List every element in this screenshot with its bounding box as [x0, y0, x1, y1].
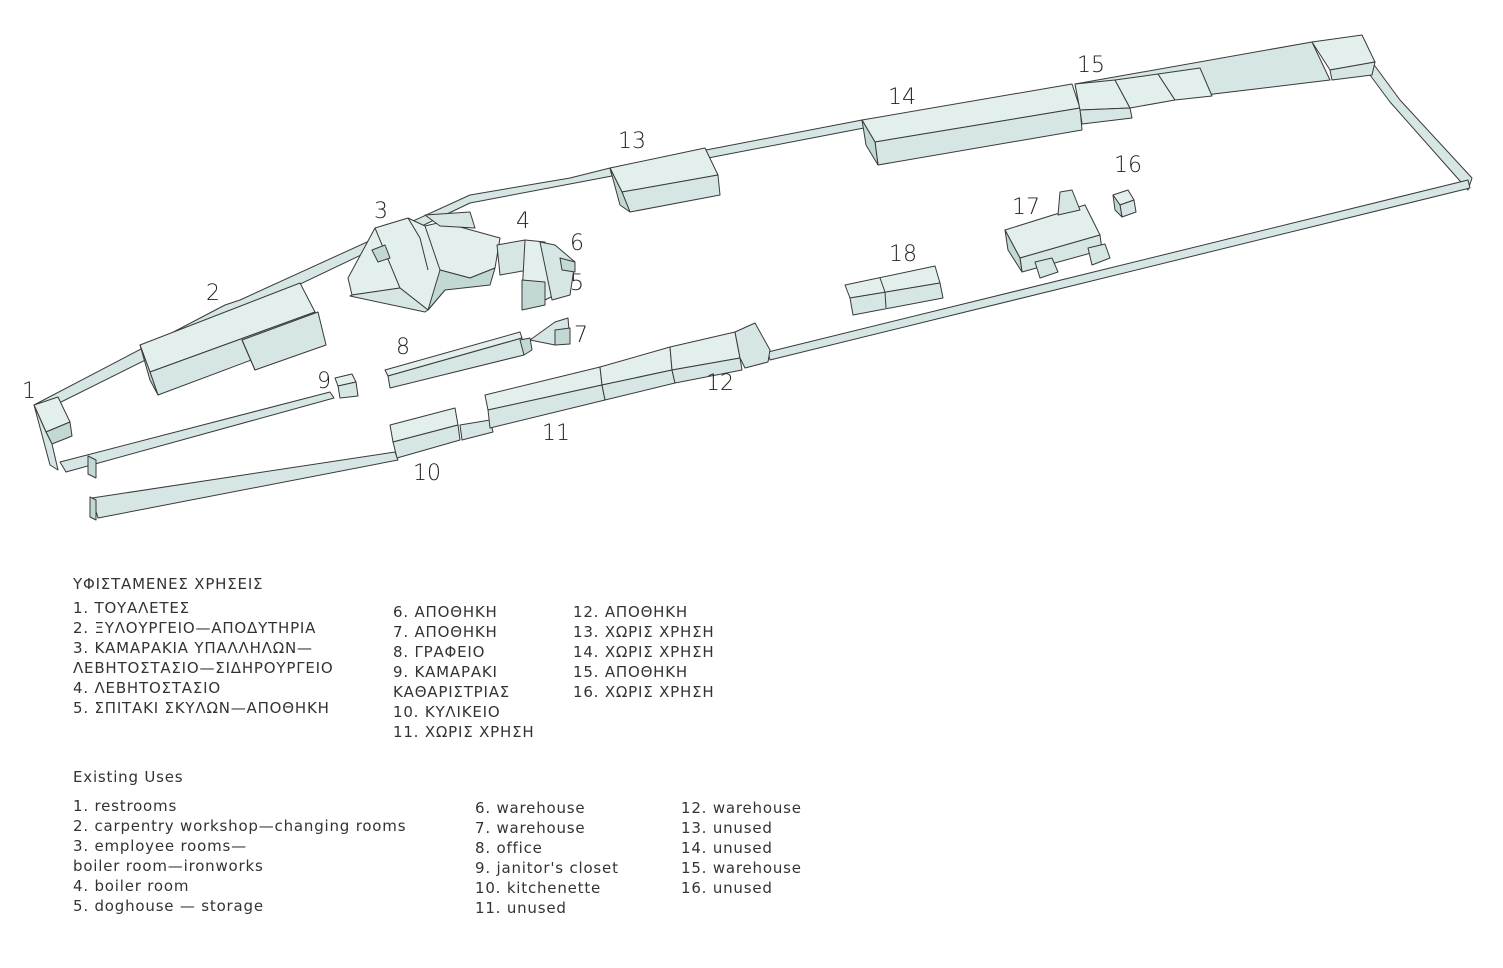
label-10: 10	[413, 461, 441, 486]
legend-item: 7. ΑΠΟΘΗΚΗ	[393, 623, 498, 641]
legend-item: 11. ΧΩΡΙΣ ΧΡΗΣΗ	[393, 723, 535, 741]
legend-item: 7. warehouse	[475, 819, 586, 837]
building-8	[384, 331, 533, 389]
building-17	[1004, 189, 1111, 279]
legend-item: 10. kitchenette	[475, 879, 602, 897]
building-11-12	[484, 322, 771, 429]
label-3: 3	[374, 199, 388, 224]
legend-item: 14. unused	[681, 839, 773, 857]
legend-item: 3. ΚΑΜΑΡΑΚΙΑ ΥΠΑΛΛΗΛΩΝ—	[73, 639, 313, 657]
building-15	[1074, 34, 1376, 125]
building-7	[529, 317, 571, 346]
legend-item: 2. carpentry workshop—changing rooms	[73, 817, 407, 835]
legend-item: 12. warehouse	[681, 799, 802, 817]
building-14	[861, 83, 1083, 166]
label-7: 7	[574, 323, 588, 348]
label-14: 14	[888, 85, 916, 110]
legend-item: 3. employee rooms—	[73, 837, 247, 855]
label-5: 5	[570, 271, 584, 296]
label-17: 17	[1012, 195, 1040, 220]
label-9: 9	[317, 369, 331, 394]
building-9	[334, 373, 359, 399]
label-6: 6	[570, 231, 584, 256]
building-2	[139, 282, 327, 396]
label-2: 2	[206, 281, 220, 306]
label-15: 15	[1077, 53, 1105, 78]
building-1	[33, 396, 73, 471]
english-legend-title: Existing Uses	[73, 768, 184, 786]
building-3	[347, 211, 501, 313]
legend-item: 15. warehouse	[681, 859, 802, 877]
legend-item: 6. warehouse	[475, 799, 586, 817]
legend-item: ΛΕΒΗΤΟΣΤΑΣΙΟ—ΣΙΔΗΡΟΥΡΓΕΙΟ	[73, 659, 334, 677]
legend-item: 13. unused	[681, 819, 773, 837]
label-11: 11	[542, 421, 570, 446]
label-4: 4	[516, 209, 530, 234]
label-8: 8	[396, 335, 410, 360]
legend-item: 5. doghouse — storage	[73, 897, 264, 915]
english-legend-col-2: 6. warehouse 7. warehouse 8. office 9. jani…	[475, 798, 619, 918]
english-legend-col-1: 1. restrooms 2. carpentry workshop—changi…	[73, 796, 406, 916]
label-1: 1	[22, 379, 36, 404]
building-5-6	[539, 241, 576, 301]
greek-legend-col-2: 6. ΑΠΟΘΗΚΗ 7. ΑΠΟΘΗΚΗ 8. ΓΡΑΦΕΙΟ 9. ΚΑΜΑΡΑΚ…	[393, 602, 534, 742]
greek-legend-title: ΥΦΙΣΤΑΜΕΝΕΣ ΧΡΗΣΕΙΣ	[73, 575, 264, 593]
greek-legend-col-3: 12. ΑΠΟΘΗΚΗ 13. ΧΩΡΙΣ ΧΡΗΣΗ 14. ΧΩΡΙΣ ΧΡΗΣ…	[573, 602, 714, 702]
legend-item: 1. restrooms	[73, 797, 178, 815]
building-16	[1112, 189, 1137, 218]
legend-item: 1. ΤΟΥΑΛΕΤΕΣ	[73, 599, 190, 617]
building-10	[389, 407, 494, 459]
legend-item: 5. ΣΠΙΤΑΚΙ ΣΚΥΛΩΝ—ΑΠΟΘΗΚΗ	[73, 699, 330, 717]
legend-item: 14. ΧΩΡΙΣ ΧΡΗΣΗ	[573, 643, 715, 661]
legend-item: 16. unused	[681, 879, 773, 897]
greek-legend-col-1: 1. ΤΟΥΑΛΕΤΕΣ 2. ΞΥΛΟΥΡΓΕΙΟ—ΑΠΟΔΥΤΗΡΙΑ 3. Κ…	[73, 598, 333, 718]
english-legend-col-3: 12. warehouse 13. unused 14. unused 15. war…	[681, 798, 802, 898]
label-18: 18	[889, 242, 917, 267]
legend-item: 9. janitor's closet	[475, 859, 619, 877]
site-axonometric-diagram: 1 2 3 4 5 6 7 8 9 10 11 12 13 14 15 16 1…	[22, 34, 1473, 521]
label-12: 12	[706, 371, 734, 396]
legend-item: 8. office	[475, 839, 543, 857]
legend-item: 15. ΑΠΟΘΗΚΗ	[573, 663, 688, 681]
legend-item: 8. ΓΡΑΦΕΙΟ	[393, 643, 486, 661]
legend-item: 16. ΧΩΡΙΣ ΧΡΗΣΗ	[573, 683, 715, 701]
perimeter-walls	[33, 41, 1473, 521]
label-13: 13	[618, 129, 646, 154]
building-13	[609, 147, 721, 213]
legend-item: 4. boiler room	[73, 877, 190, 895]
label-16: 16	[1114, 153, 1142, 178]
legend-item: 12. ΑΠΟΘΗΚΗ	[573, 603, 688, 621]
legend-item: ΚΑΘΑΡΙΣΤΡΙΑΣ	[393, 683, 511, 701]
legend-item: 4. ΛΕΒΗΤΟΣΤΑΣΙΟ	[73, 679, 221, 697]
legend-item: 10. ΚΥΛΙΚΕΙΟ	[393, 703, 501, 721]
legend-item: boiler room—ironworks	[73, 857, 264, 875]
legend-item: 6. ΑΠΟΘΗΚΗ	[393, 603, 498, 621]
legend-item: 11. unused	[475, 899, 567, 917]
legend-item: 13. ΧΩΡΙΣ ΧΡΗΣΗ	[573, 623, 715, 641]
building-18	[844, 265, 944, 316]
legend-item: 9. ΚΑΜΑΡΑΚΙ	[393, 663, 498, 681]
legend-item: 2. ΞΥΛΟΥΡΓΕΙΟ—ΑΠΟΔΥΤΗΡΙΑ	[73, 619, 317, 637]
